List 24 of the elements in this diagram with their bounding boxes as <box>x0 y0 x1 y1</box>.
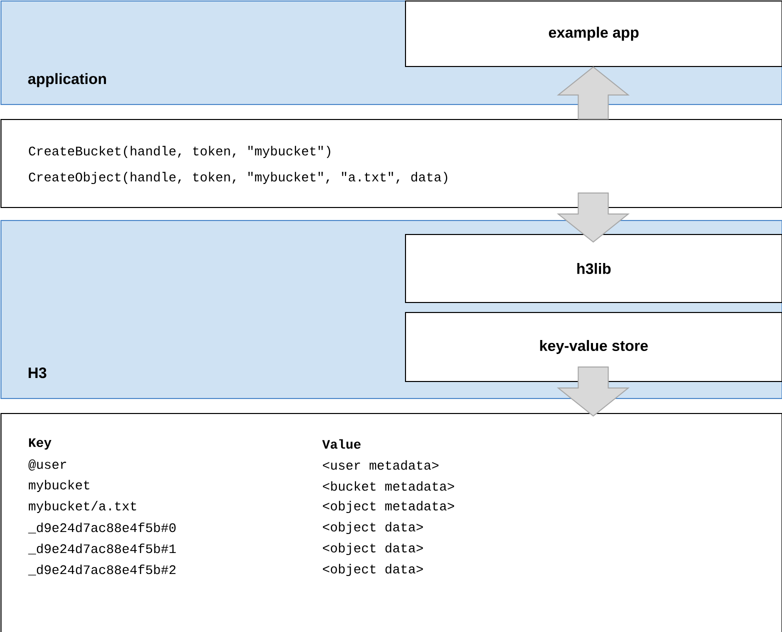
column-header: Key <box>29 438 52 450</box>
block-arrow <box>556 66 630 120</box>
table-panel <box>0 413 782 632</box>
table-cell: _d9e24d7ac88e4f5b#2 <box>28 564 176 576</box>
component-box: example app <box>405 0 782 67</box>
table-cell: mybucket <box>28 480 90 492</box>
component-box: key-value store <box>405 312 782 382</box>
table-cell: <user metadata> <box>322 460 438 470</box>
column-header: Value <box>322 439 361 449</box>
table-cell: mybucket/a.txt <box>28 500 136 514</box>
table-cell: _d9e24d7ac88e4f5b#1 <box>28 544 176 554</box>
code-line: CreateObject(handle, token, "mybucket", "a.txt", data) <box>28 172 448 184</box>
table-cell: <object data> <box>322 564 423 576</box>
component-box: h3lib <box>405 234 782 303</box>
table-cell: <object data> <box>322 542 423 556</box>
code-box <box>0 119 782 208</box>
table-cell: <object metadata> <box>322 500 454 514</box>
table-cell: <object data> <box>322 522 423 534</box>
table-cell: <bucket metadata> <box>322 481 454 491</box>
block-arrow <box>556 366 630 417</box>
block-arrow <box>556 192 630 243</box>
code-line: CreateBucket(handle, token, "mybucket") <box>28 146 330 158</box>
table-cell: @user <box>28 459 66 471</box>
table-cell: _d9e24d7ac88e4f5b#0 <box>28 522 176 534</box>
